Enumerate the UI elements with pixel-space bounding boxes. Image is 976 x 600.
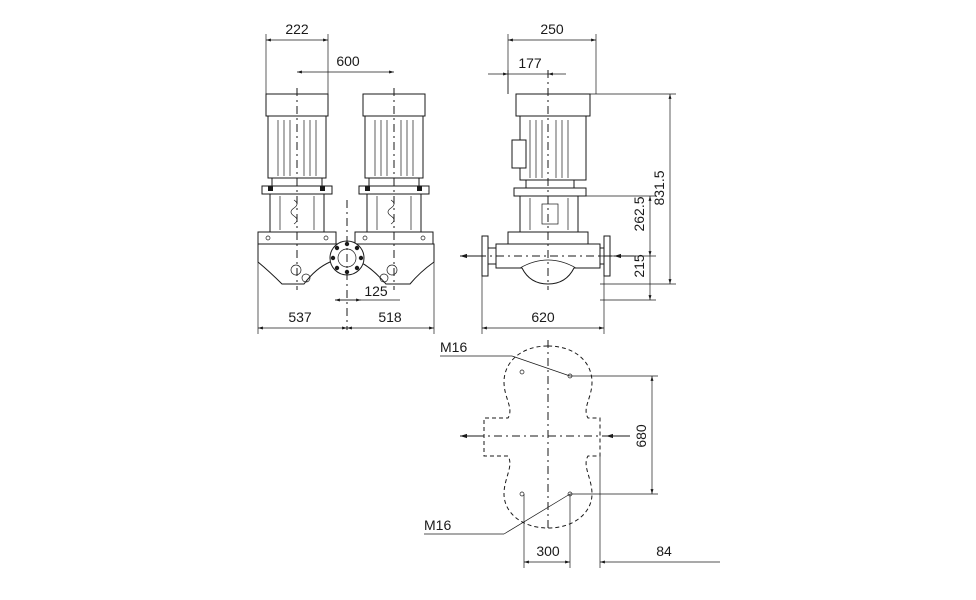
front-view-twin-pump: 222 600 125 537 518 [257,21,435,334]
callout-label-m16-top: M16 [440,339,467,355]
dim-label-680: 680 [633,424,649,448]
dim-label-600: 600 [336,53,360,69]
dimension-537-518: 537 518 [257,262,435,334]
callout-m16-top: M16 [440,339,571,377]
plan-outline [483,345,601,529]
bolt-hole-bottom-left [519,491,525,497]
dimension-262-5: 262.5 [586,195,656,257]
dimension-620: 620 [481,276,605,334]
dim-label-222: 222 [285,21,309,37]
callout-m16-bottom: M16 [424,493,571,535]
bolt-hole-top-left [519,369,525,375]
dimension-125: 125 [335,283,400,302]
callout-label-m16-bottom: M16 [424,517,451,533]
dim-label-262-5: 262.5 [631,196,647,231]
dim-label-537: 537 [288,309,312,325]
dimension-680: 680 [570,375,658,495]
dim-label-831-5: 831.5 [651,170,667,205]
dimension-222: 222 [265,21,329,94]
side-view-pump: 250 177 831.5 262.5 215 [460,21,676,334]
twin-pump-housing [257,240,435,285]
plan-view-footprint: M16 M16 680 300 84 [424,339,720,568]
dimension-250: 250 [507,21,597,94]
dim-label-300: 300 [536,543,560,559]
dimension-831-5: 831.5 [590,93,676,285]
dim-label-177: 177 [518,55,542,71]
dim-label-250: 250 [540,21,564,37]
right-lantern [354,193,434,245]
dim-label-215: 215 [631,254,647,278]
dim-label-620: 620 [531,309,555,325]
dimension-600: 600 [297,53,394,74]
dim-label-518: 518 [378,309,402,325]
dim-label-84: 84 [656,543,672,559]
side-motor [511,93,591,197]
dim-label-125: 125 [364,283,388,299]
dimension-177: 177 [488,55,566,94]
dimension-215: 215 [600,254,656,301]
dimension-300-84: 300 84 [523,456,720,568]
